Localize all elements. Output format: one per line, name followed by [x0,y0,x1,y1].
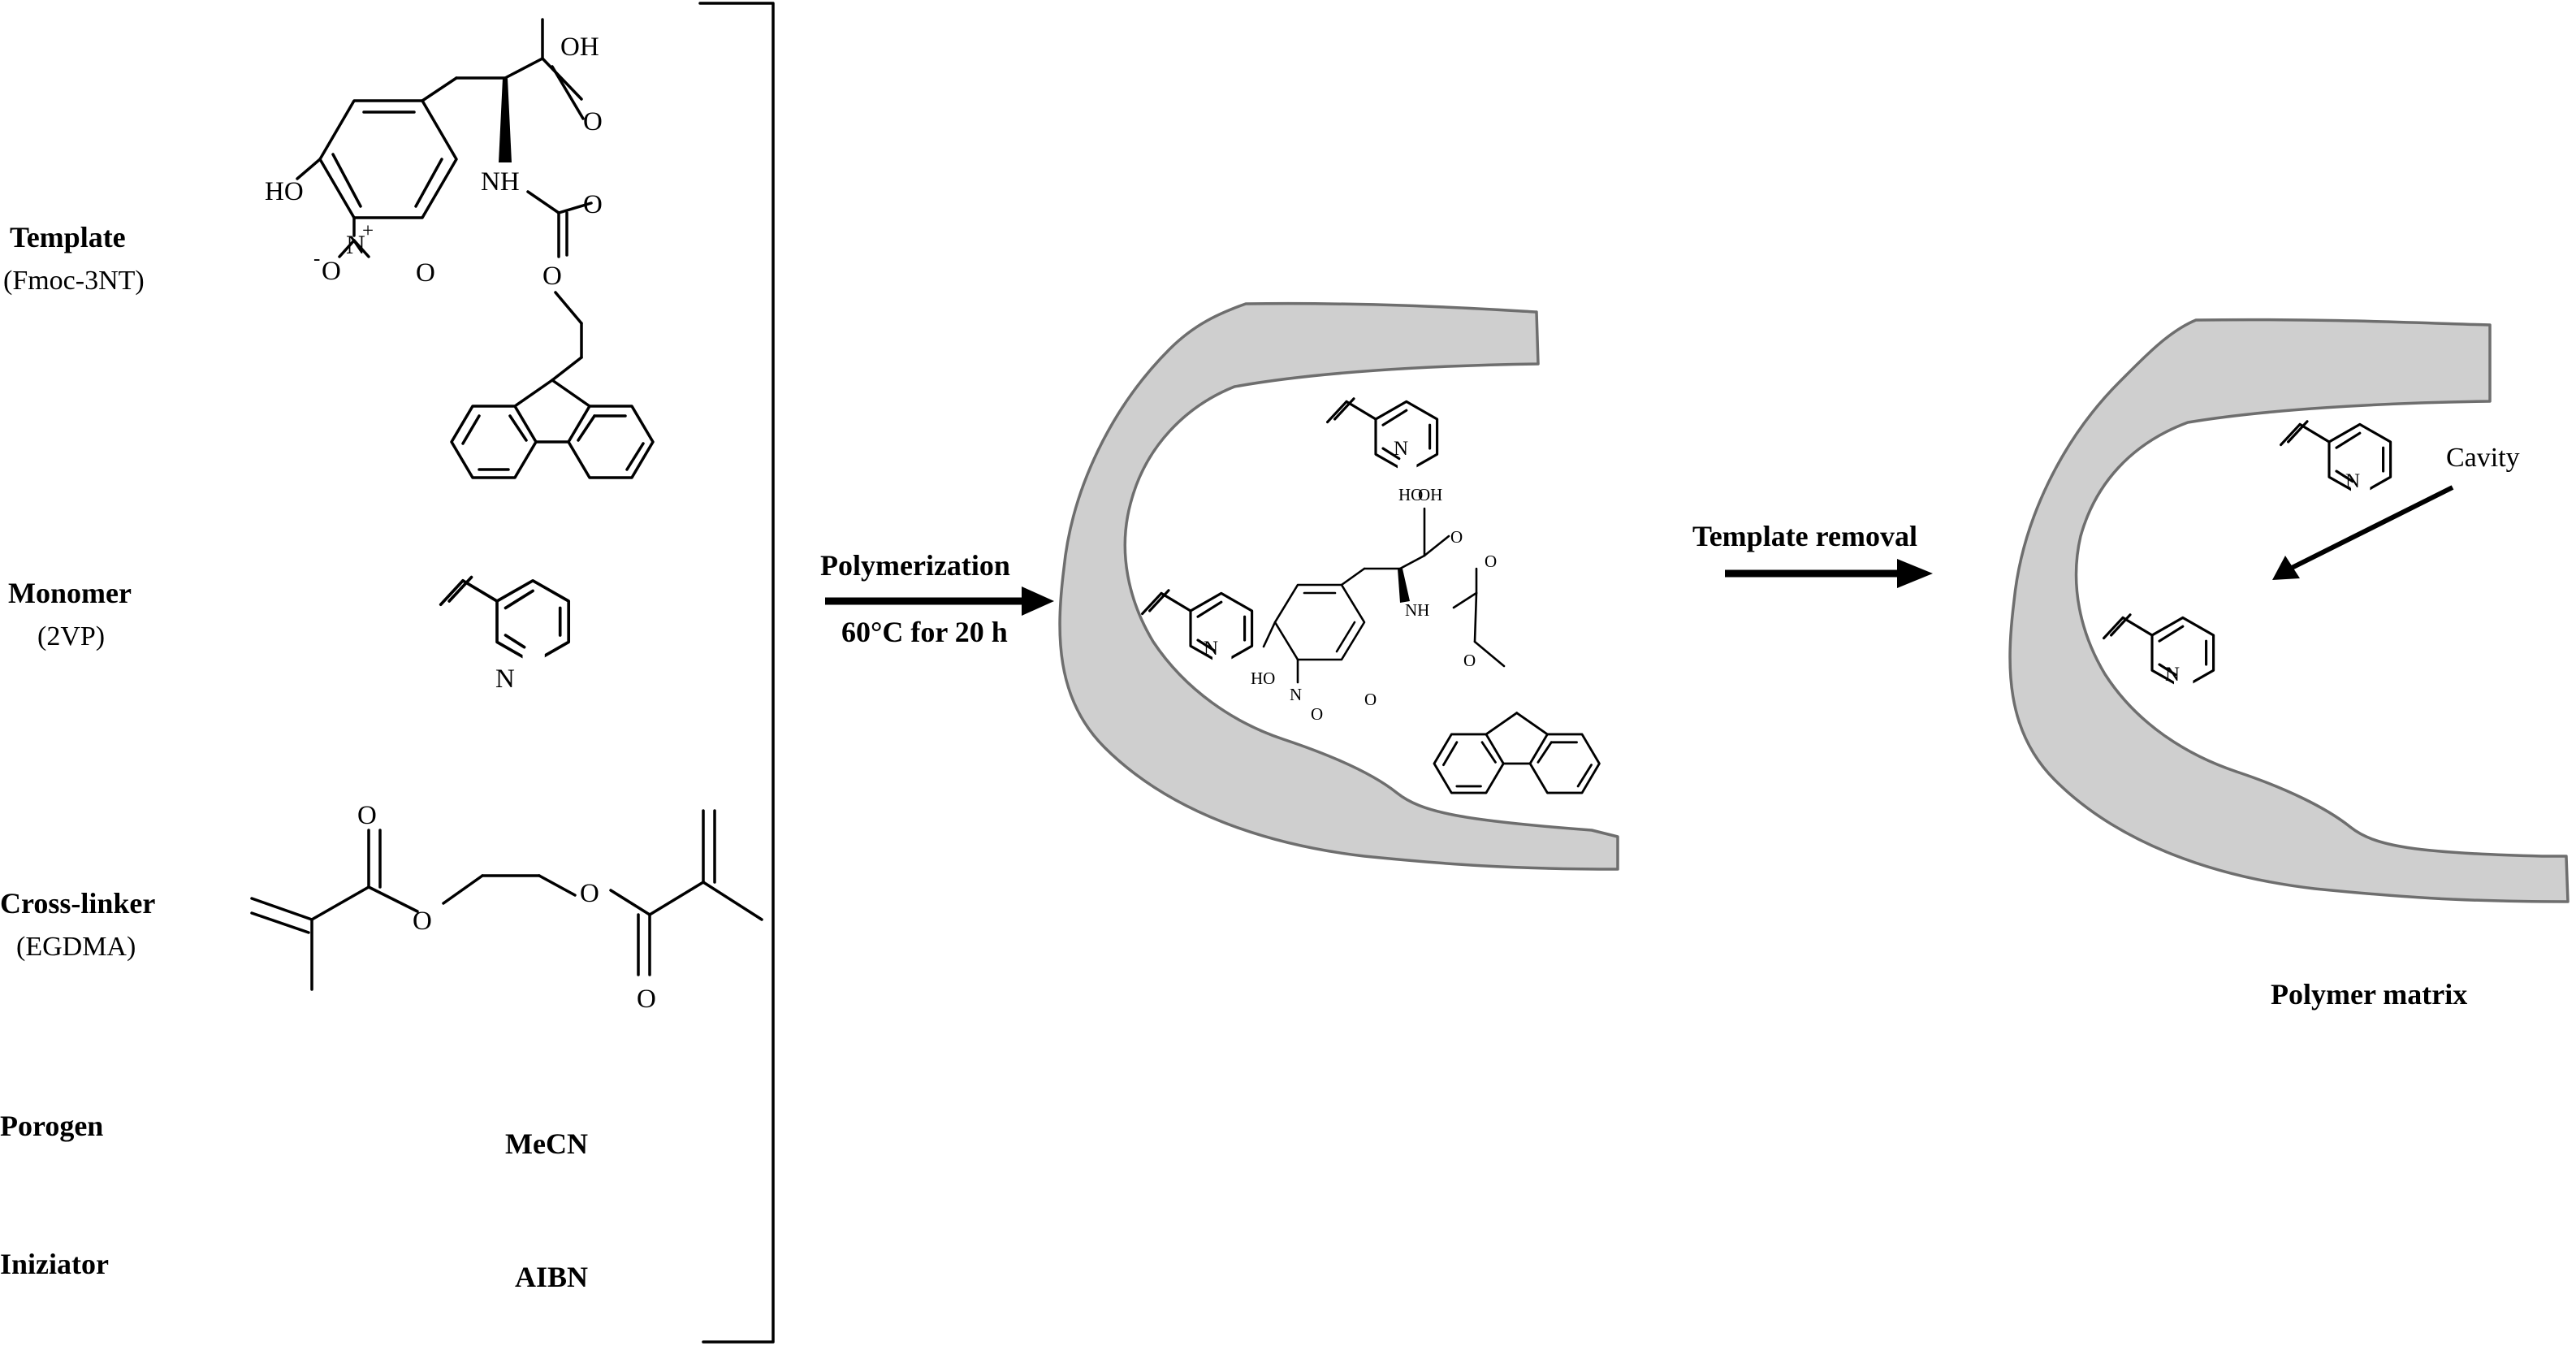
template-removal-arrow: Template removal [1692,520,1933,588]
polymerization-arrow: Polymerization 60°C for 20 h [820,549,1054,648]
atom-oh: OH [560,32,599,62]
atom-nh-small: NH [1405,600,1429,620]
polymer-shell-2 [2008,318,2570,903]
atom-o-egdma-3: O [580,879,599,908]
template-removal-label: Template removal [1692,520,1917,552]
component-sublabel-template: (Fmoc-3NT) [3,266,145,296]
atom-n-nitro-small: N [1290,685,1302,704]
component-sublabel-cross-linker: (EGDMA) [16,932,136,962]
atom-oh-small: OH [1418,485,1442,504]
component-bracket [698,2,775,1344]
component-label-template: Template [10,221,126,253]
atom-n-shell2-top: N [2345,470,2360,492]
atom-o-egdma-4: O [637,985,656,1014]
cavity-label: Cavity [2446,443,2520,473]
atom-o-nitro: O [416,258,435,288]
component-value-iniziator: AIBN [515,1261,588,1293]
monomer-2vp-structure: N [439,575,571,694]
component-label-porogen: Porogen [0,1110,103,1142]
atom-o-small-2: O [1485,552,1497,571]
atom-charge-minus: - [313,248,320,270]
component-label-cross-linker: Cross-linker [0,887,155,920]
polymer-shell-1 [1058,301,1619,871]
polymer-with-cavity: N N Cavity Polymer matrix [2008,318,2570,1011]
atom-ho-ring-small: HO [1251,669,1275,688]
atom-o-carbamate: O [583,190,603,219]
atom-o-egdma-2: O [413,907,432,936]
atom-n-shell1-side: N [1204,638,1218,660]
polymer-with-template: N N HO OH O NH O O HO N [1058,301,1619,871]
atom-o-carbonyl: O [583,107,603,136]
atom-o-nitro-minus-small: O [1311,704,1323,724]
atom-o-small-3: O [1463,651,1476,670]
atom-o-nitro-small: O [1364,690,1377,709]
egdma-structure: O O O O [250,801,763,1014]
template-in-cavity: HO OH O NH O O HO N O O [1251,485,1601,794]
atom-n-pyridine: N [495,664,515,694]
atom-o-nitro-minus: O [322,257,341,286]
atom-nh: NH [481,167,520,197]
component-value-porogen: MeCN [505,1127,588,1160]
atom-ho-small: HO [1398,485,1423,504]
atom-ho: HO [265,177,304,206]
atom-n-shell1-top: N [1394,438,1408,460]
fmoc-3nt-structure: OH O NH O O HO N + O - O [265,18,655,479]
atom-charge-plus: + [362,220,374,242]
component-label-iniziator: Iniziator [0,1248,109,1280]
polymer-matrix-label: Polymer matrix [2271,978,2467,1011]
atom-n-nitro: N [346,231,365,260]
component-sublabel-monomer: (2VP) [37,621,105,651]
polymerization-conditions: 60°C for 20 h [841,616,1008,648]
component-list: Template (Fmoc-3NT) Monomer (2VP) Cross-… [0,221,588,1293]
atom-o-ester: O [542,262,562,291]
component-label-monomer: Monomer [8,577,132,609]
atom-o-small-1: O [1450,527,1463,547]
atom-o-egdma-1: O [357,801,377,830]
polymerization-label: Polymerization [820,549,1010,582]
atom-n-shell2-side: N [2165,664,2180,686]
